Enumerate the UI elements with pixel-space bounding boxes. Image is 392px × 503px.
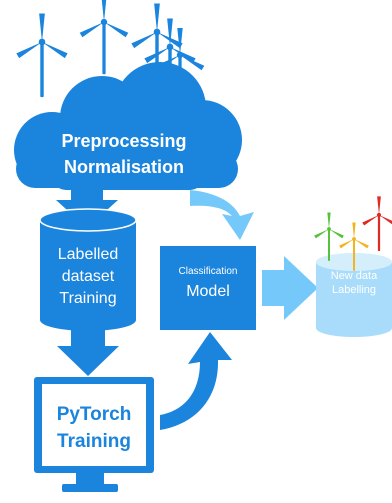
- green-turbine-icon: [314, 212, 344, 261]
- dataset-label-line3: Training: [59, 290, 117, 307]
- arrow-cloud-to-model: [190, 190, 254, 240]
- wind-turbine-icon: [16, 13, 68, 98]
- labelled-dataset-cylinder: [40, 209, 136, 331]
- arrow-cloud-to-dataset: [56, 186, 118, 228]
- monitor-icon: [34, 377, 154, 492]
- monitor-label-line2: Training: [57, 431, 131, 452]
- dataset-label-line1: Labelled: [57, 246, 119, 263]
- arrow-monitor-to-model: [160, 332, 232, 430]
- new-data-label-line2: Labelling: [331, 284, 377, 296]
- new-data-cylinder: [316, 253, 392, 337]
- monitor-label-line1: PyTorch: [56, 404, 132, 425]
- wind-turbine-icon: [79, 0, 129, 75]
- classification-model-box: [160, 246, 256, 330]
- model-label-line2: Model: [186, 283, 230, 300]
- arrow-dataset-to-monitor: [57, 329, 119, 376]
- dataset-cylinder-rim: [39, 208, 137, 232]
- dataset-label-line2: dataset: [61, 268, 115, 285]
- red-turbine-icon: [362, 196, 392, 251]
- arrow-model-to-new-data: [262, 256, 318, 320]
- new-data-label-line1: New data: [330, 270, 378, 282]
- model-label-line1: Classification: [178, 266, 238, 277]
- preprocessing-cloud: [14, 62, 242, 190]
- cloud-label-line2: Normalisation: [63, 157, 185, 177]
- cloud-label-line1: Preprocessing: [61, 131, 187, 151]
